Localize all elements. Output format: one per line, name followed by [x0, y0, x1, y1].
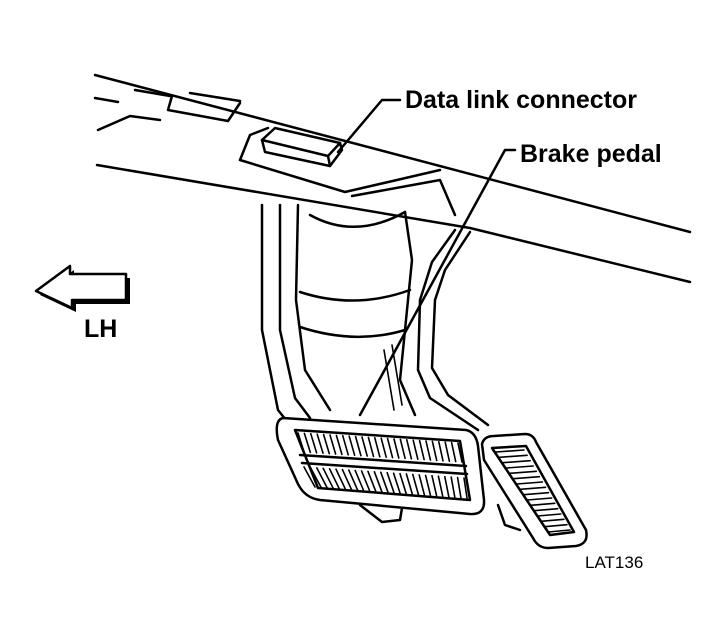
data-link-connector	[260, 126, 344, 168]
accelerator-pedal	[480, 432, 588, 550]
data-link-connector-label: Data link connector	[405, 86, 637, 114]
brake-pedal-label: Brake pedal	[520, 140, 662, 168]
pedal-bracket	[260, 203, 490, 432]
brake-pedal	[275, 416, 486, 524]
direction-label: LH	[84, 315, 117, 343]
figure-code: LAT136	[585, 553, 643, 572]
instrument-panel-lower	[93, 73, 692, 284]
direction-arrow	[34, 264, 130, 312]
leader-lines	[336, 98, 517, 417]
